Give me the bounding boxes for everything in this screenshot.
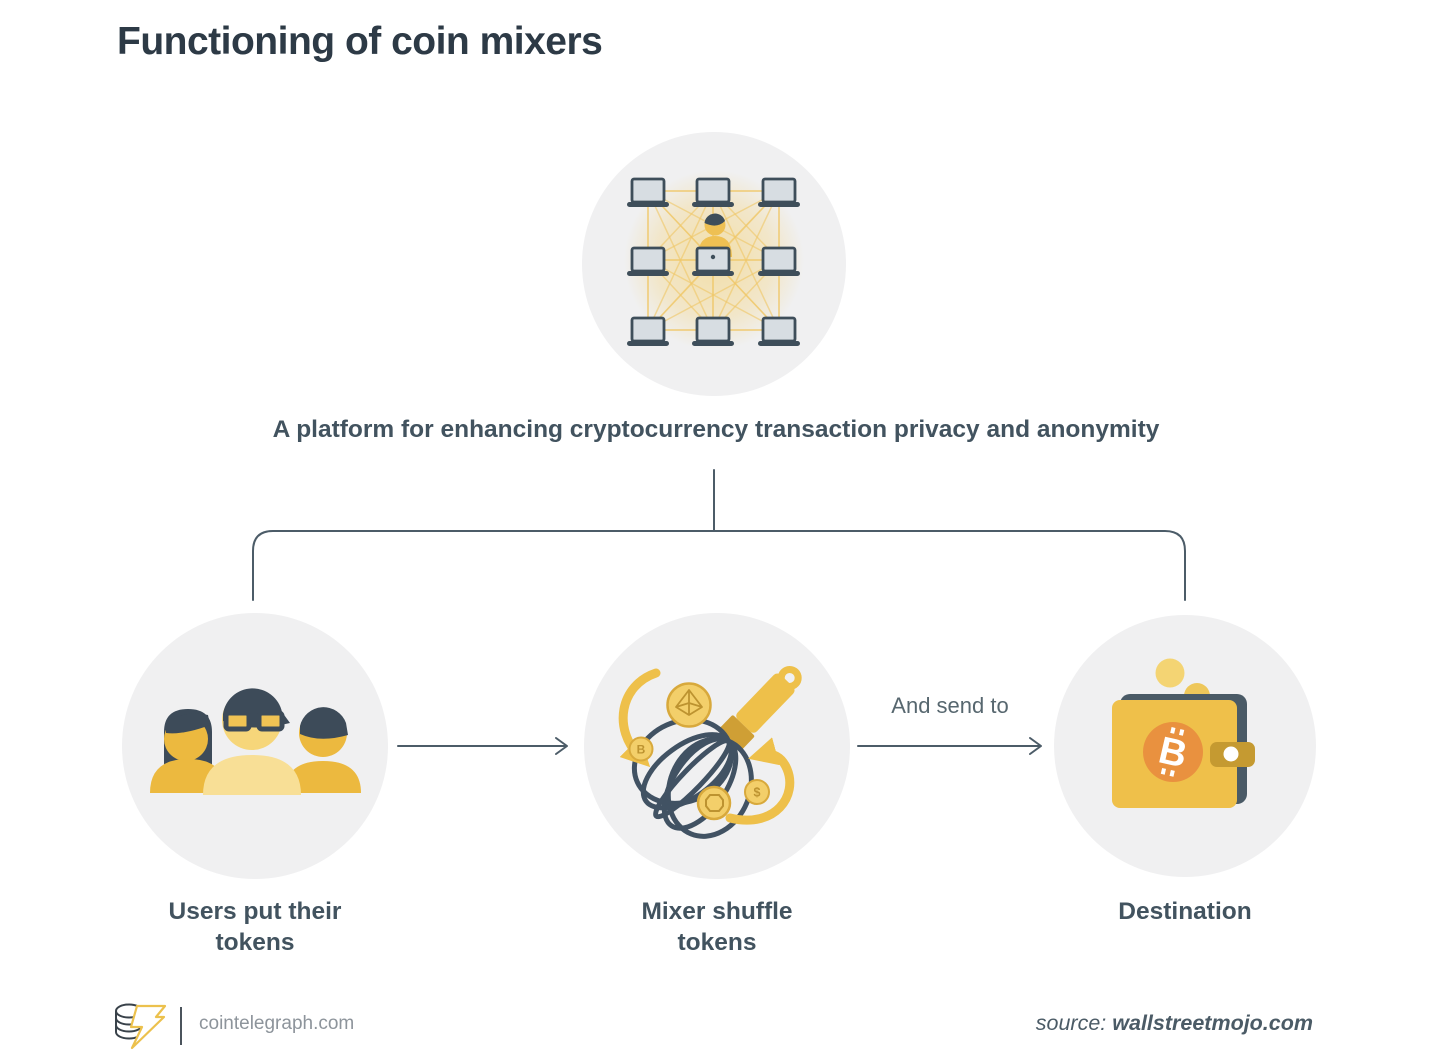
ethereum-coin-icon <box>666 682 712 728</box>
send-to-label: And send to <box>891 693 1009 718</box>
source-name: wallstreetmojo.com <box>1112 1011 1313 1035</box>
laptop-icon <box>690 316 736 348</box>
svg-text:$: $ <box>754 786 761 800</box>
user-man-right-icon <box>285 707 361 793</box>
source-attribution: source: wallstreetmojo.com <box>1036 1011 1313 1036</box>
wallet-circle: B <box>1050 611 1320 886</box>
arrow-mixer-to-destination-icon <box>857 737 1042 755</box>
footer-divider <box>180 1007 182 1045</box>
cointelegraph-logo-icon <box>115 1003 167 1050</box>
bitcoin-badge-icon: B <box>1143 722 1203 782</box>
mixer-operator-icon <box>690 213 736 278</box>
laptop-icon <box>756 246 802 278</box>
user-man-center-icon <box>203 688 301 795</box>
mixer-circle: B $ <box>582 611 852 886</box>
cash-coin-icon <box>696 785 732 821</box>
page-title: Functioning of coin mixers <box>117 20 603 63</box>
tree-branch-line <box>252 530 1186 601</box>
laptop-icon <box>690 177 736 209</box>
laptop-icon <box>756 177 802 209</box>
whisk-mixer-icon: B $ <box>584 613 850 879</box>
wallet-icon: B <box>1054 615 1316 877</box>
shuffle-arrow-right-icon <box>725 737 795 825</box>
source-prefix: source: <box>1035 1011 1107 1035</box>
users-circle <box>120 611 390 886</box>
coin-drop-icon <box>1155 658 1185 688</box>
bitcoin-coin-icon: B <box>628 736 654 762</box>
laptop-icon <box>625 246 671 278</box>
svg-text:B: B <box>637 743 646 757</box>
platform-description: A platform for enhancing cryptocurrency … <box>272 416 1160 443</box>
laptop-icon <box>756 316 802 348</box>
step-label-mixer: Mixer shuffle tokens <box>641 898 793 956</box>
network-circle <box>577 127 851 406</box>
arrow-users-to-mixer-icon <box>397 737 568 755</box>
laptop-icon <box>625 316 671 348</box>
dollar-coin-icon: $ <box>744 779 770 805</box>
brand-text: cointelegraph.com <box>199 1013 355 1034</box>
step-label-destination: Destination <box>1118 898 1252 925</box>
laptop-icon <box>625 177 671 209</box>
users-icon <box>122 613 388 879</box>
step-label-users: Users put their tokens <box>168 898 342 956</box>
network-icon <box>582 132 846 396</box>
